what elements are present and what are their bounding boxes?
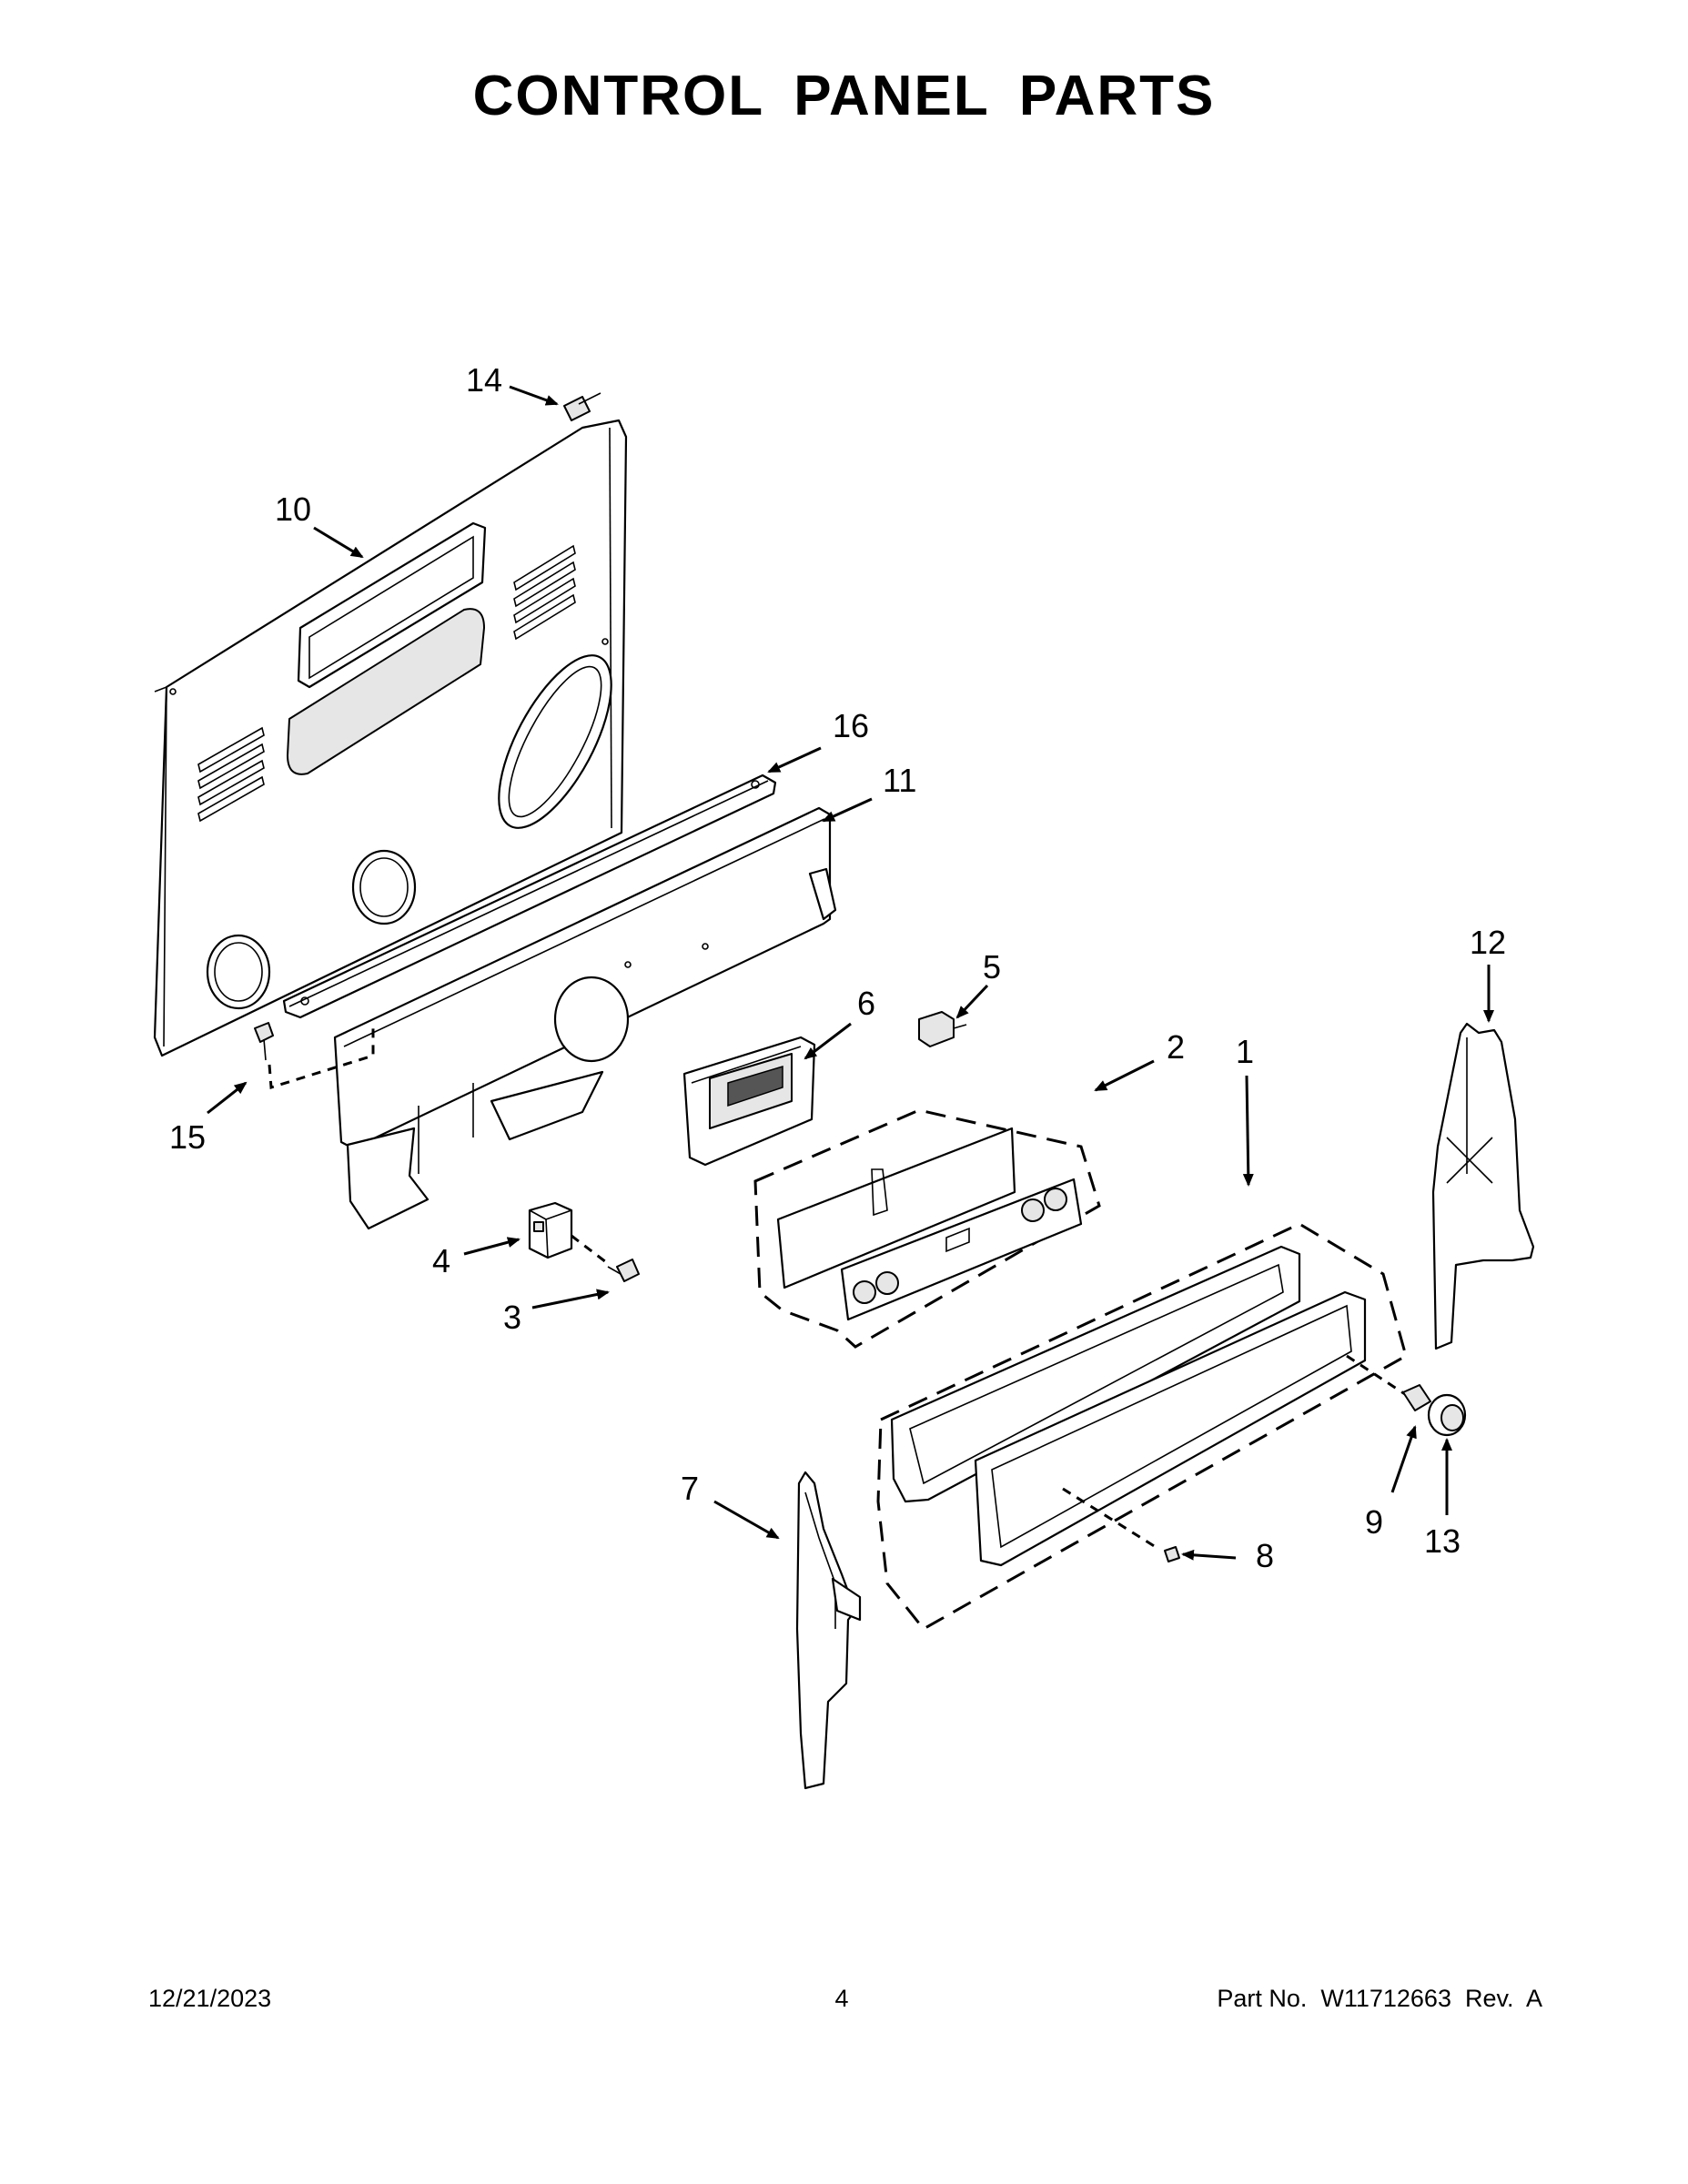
callout-14: 14 [466, 361, 502, 399]
callout-7: 7 [681, 1470, 699, 1507]
callout-4: 4 [432, 1242, 450, 1279]
footer-part-number: Part No. W11712663 Rev. A [1217, 1985, 1542, 2012]
callout-12: 12 [1470, 924, 1506, 961]
callout-arrows [207, 385, 1494, 1561]
callout-9: 9 [1365, 1503, 1383, 1541]
part-15-screw [254, 1022, 375, 1089]
callout-labels: 14 10 16 11 12 6 5 2 1 15 4 3 7 9 13 8 [169, 361, 1506, 1574]
callout-10: 10 [275, 490, 311, 528]
part-16-channel [282, 774, 777, 1019]
part-14-screw [563, 392, 601, 421]
part-6-control-board [682, 1036, 816, 1167]
part-5-switch [918, 1011, 967, 1047]
part-2-control-panel-assembly [753, 1108, 1101, 1349]
footer-date: 12/21/2023 [148, 1985, 272, 2012]
part-1-console [876, 1222, 1411, 1631]
part-3-screw [607, 1259, 640, 1282]
part-7-left-endcap [795, 1471, 862, 1790]
part-11-bracket [333, 806, 837, 1230]
part-12-right-endcap [1431, 1022, 1535, 1350]
callout-16: 16 [833, 707, 869, 744]
part-8-screw [1164, 1546, 1180, 1562]
callout-6: 6 [857, 985, 875, 1022]
part-10-rear-panel [153, 419, 628, 1057]
callout-11: 11 [883, 762, 916, 799]
page-title: CONTROL PANEL PARTS [472, 65, 1216, 127]
callout-1: 1 [1236, 1033, 1254, 1070]
callout-2: 2 [1167, 1028, 1185, 1066]
callout-3: 3 [503, 1299, 521, 1336]
callout-15: 15 [169, 1118, 206, 1156]
footer-page-number: 4 [834, 1985, 849, 2012]
callout-8: 8 [1256, 1537, 1274, 1574]
callout-13: 13 [1424, 1522, 1461, 1560]
part-9-knob-shaft [1402, 1384, 1431, 1411]
part-4-infinite-switch [528, 1201, 611, 1267]
callout-5: 5 [983, 948, 1001, 986]
part-13-knob [1427, 1393, 1467, 1437]
